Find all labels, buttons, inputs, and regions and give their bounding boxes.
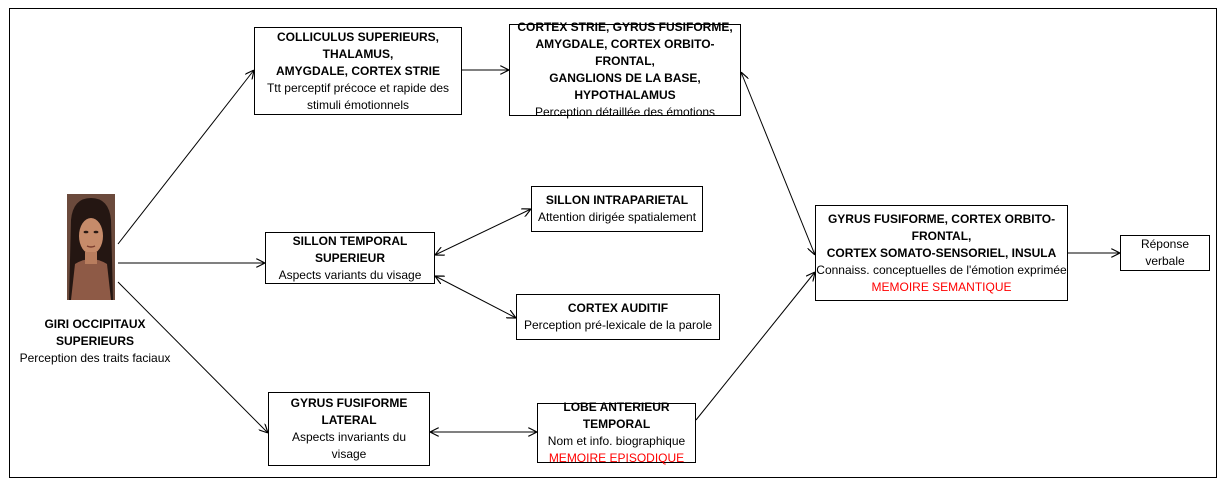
node-lobe-temporal: LOBE ANTERIEUR TEMPORAL Nom et info. bio… (537, 400, 696, 465)
arrow-source-to-colliculus (117, 70, 254, 245)
arrow-sillon-temporal-to-intraparietal (435, 209, 531, 255)
arrow-sillon-temporal-to-auditif (435, 276, 516, 318)
node-sillon-temporal: SILLON TEMPORAL SUPERIEUR Aspects varian… (265, 232, 435, 284)
node-desc-line: Aspects variants du visage (278, 267, 422, 282)
node-reponse-verbale: Réponse verbale (1120, 235, 1210, 271)
node-title-line: GANGLIONS DE LA BASE, HYPOTHALAMUS (549, 71, 701, 102)
memory-label-episodique: MEMOIRE EPISODIQUE (548, 451, 685, 465)
node-desc-line: Perception détaillée des émotions (534, 105, 716, 119)
node-title-line: CORTEX STRIE, GYRUS FUSIFORME, (517, 20, 733, 34)
node-cortex-strie: CORTEX STRIE, GYRUS FUSIFORME, AMYGDALE,… (509, 20, 741, 119)
face-photo (67, 194, 115, 300)
node-cortex-auditif: CORTEX AUDITIF Perception pré-lexicale d… (516, 294, 720, 340)
node-title-line: GYRUS FUSIFORME, CORTEX ORBITO-FRONTAL, (827, 211, 1056, 243)
node-sillon-intraparietal: SILLON INTRAPARIETAL Attention dirigée s… (531, 186, 703, 232)
node-title-line: AMYGDALE, CORTEX ORBITO-FRONTAL, (535, 37, 715, 68)
arrow-source-to-gyrus-lateral (117, 281, 268, 433)
node-title-line: COLLICULUS SUPERIEURS, THALAMUS, (276, 29, 439, 61)
source-node: GIRI OCCIPITAUX SUPERIEURS Perception de… (14, 316, 176, 367)
node-title-line: CORTEX SOMATO-SENSORIEL, INSULA (826, 245, 1057, 260)
node-title-line: Réponse verbale (1140, 237, 1190, 268)
node-desc-line: stimuli émotionnels (306, 97, 410, 112)
source-desc: Perception des traits faciaux (19, 351, 171, 365)
node-title-line: AMYGDALE, CORTEX STRIE (275, 63, 440, 78)
source-title: GIRI OCCIPITAUX SUPERIEURS (44, 317, 146, 348)
arrow-lobe-temporal-to-gyrus-fusiforme (695, 272, 815, 421)
node-desc-line: Ttt perceptif précoce et rapide des (266, 80, 450, 95)
node-desc-line: Connaiss. conceptuelles de l'émotion exp… (816, 262, 1067, 277)
node-colliculus: COLLICULUS SUPERIEURS, THALAMUS, AMYGDAL… (254, 27, 462, 115)
node-title-line: GYRUS FUSIFORME LATERAL (290, 396, 408, 427)
node-title-line: SILLON INTRAPARIETAL (545, 193, 689, 207)
node-desc-line: visage (331, 447, 367, 461)
diagram-frame (9, 8, 1217, 478)
node-gyrus-lateral: GYRUS FUSIFORME LATERAL Aspects invarian… (268, 392, 430, 466)
node-gyrus-fusiforme: GYRUS FUSIFORME, CORTEX ORBITO-FRONTAL, … (815, 205, 1068, 301)
arrow-cortex-strie-to-gyrus-fusiforme (741, 72, 815, 255)
node-desc-line: Attention dirigée spatialement (537, 210, 697, 224)
node-title-line: SILLON TEMPORAL SUPERIEUR (292, 233, 408, 265)
node-title-line: CORTEX AUDITIF (567, 301, 669, 315)
node-desc-line: Nom et info. biographique (547, 434, 686, 448)
memory-label-semantique: MEMOIRE SEMANTIQUE (871, 279, 1012, 294)
node-desc-line: Aspects invariants du (291, 430, 407, 444)
node-title-line: LOBE ANTERIEUR TEMPORAL (563, 400, 670, 431)
node-desc-line: Perception pré-lexicale de la parole (523, 318, 713, 332)
